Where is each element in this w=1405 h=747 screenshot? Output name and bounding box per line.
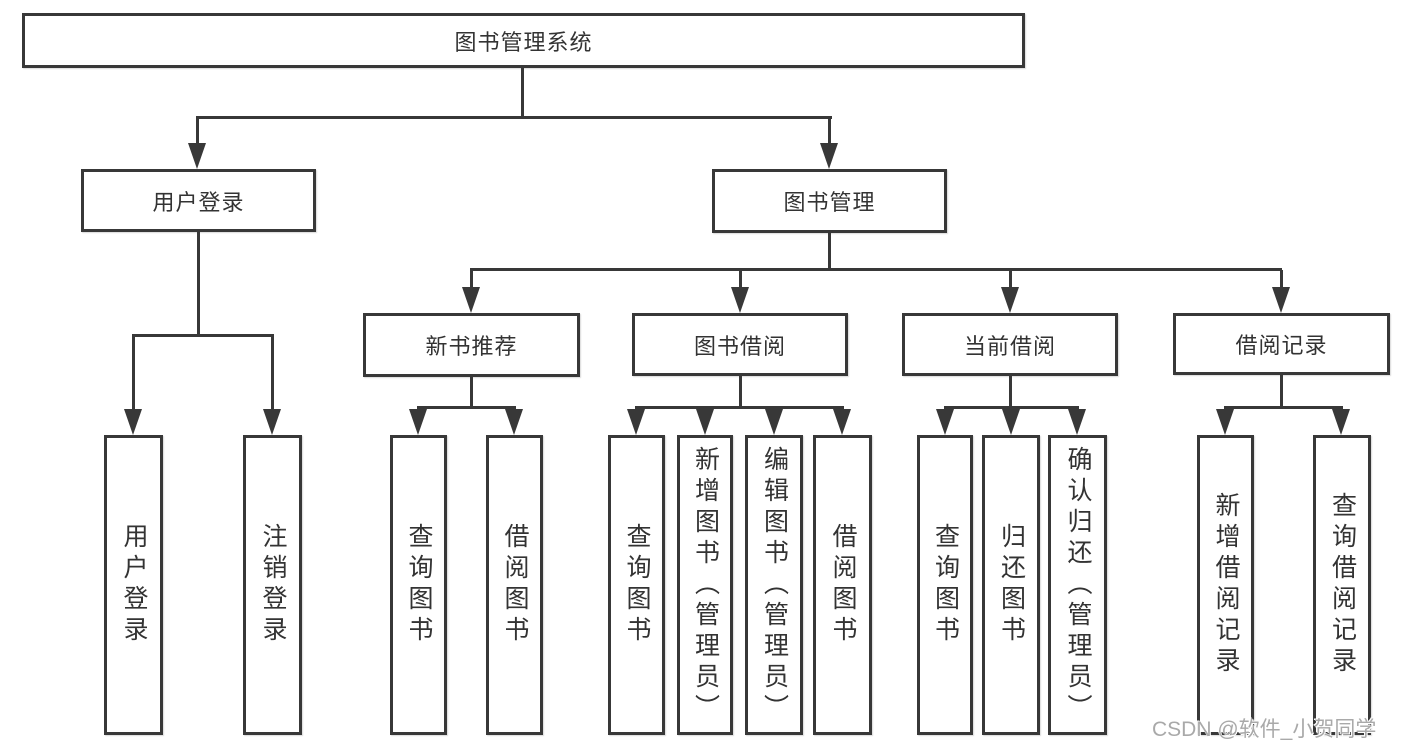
arrow-down-icon [462,287,480,313]
leaf-borrow-edit-books-admin: 编辑图书（管理员） [745,435,803,735]
leaf-label: 归还图书 [997,523,1026,647]
arrow-down-icon [124,409,142,435]
connector-line [1009,270,1012,289]
node-user-login: 用户登录 [81,169,316,232]
arrow-down-icon [936,409,954,435]
arrow-down-icon [765,409,783,435]
connector-line [944,406,1079,409]
connector-line [196,118,199,145]
connector-line [271,336,274,411]
connector-line [828,118,831,145]
connector-line [132,336,135,411]
leaf-borrow-borrow-books: 借阅图书 [813,435,872,735]
node-label: 图书管理 [783,190,876,215]
arrow-down-icon [627,409,645,435]
leaf-label: 查询图书 [931,523,960,647]
leaf-label: 查询图书 [623,523,651,647]
connector-line [417,406,516,409]
node-library-management-system: 图书管理系统 [22,13,1025,68]
connector-line [1280,375,1283,408]
connector-line [828,233,831,270]
connector-line [470,270,473,289]
leaf-label: 新增图书（管理员） [691,445,720,725]
connector-line [1009,376,1012,408]
arrow-down-icon [696,409,714,435]
leaf-records-add-record: 新增借阅记录 [1197,435,1254,735]
arrow-down-icon [505,409,523,435]
connector-line [470,268,1282,271]
arrow-down-icon [820,143,838,169]
arrow-down-icon [1068,409,1086,435]
leaf-label: 编辑图书（管理员） [760,445,789,725]
node-label: 图书借阅 [693,333,786,359]
leaf-current-confirm-return-admin: 确认归还（管理员） [1048,435,1107,735]
node-label: 借阅记录 [1235,333,1328,358]
leaf-borrow-query-books: 查询图书 [608,435,665,735]
leaf-current-return-books: 归还图书 [982,435,1040,735]
leaf-records-query-record: 查询借阅记录 [1313,435,1371,735]
node-borrow-records: 借阅记录 [1173,313,1390,375]
arrow-down-icon [263,409,281,435]
leaf-rec-borrow-books: 借阅图书 [486,435,543,735]
connector-line [196,116,832,119]
arrow-down-icon [1002,409,1020,435]
connector-line [635,406,844,409]
leaf-current-query-books: 查询图书 [917,435,973,735]
leaf-label: 新增借阅记录 [1212,492,1240,678]
connector-line [739,376,742,408]
node-label: 用户登录 [152,189,245,215]
connector-line [470,377,473,408]
leaf-label: 借阅图书 [501,523,529,647]
node-new-book-recommend: 新书推荐 [363,313,580,377]
leaf-label: 借阅图书 [829,523,857,647]
arrow-down-icon [833,409,851,435]
leaf-label: 查询借阅记录 [1328,492,1357,678]
leaf-rec-query-books: 查询图书 [390,435,447,735]
leaf-user-login: 用户登录 [104,435,163,735]
leaf-logout: 注销登录 [243,435,302,735]
csdn-watermark: CSDN @软件_小贺同学 [1152,718,1377,741]
leaf-label: 注销登录 [259,523,287,647]
leaf-label: 确认归还（管理员） [1064,445,1092,725]
node-book-management: 图书管理 [712,169,947,233]
node-label: 当前借阅 [963,333,1056,359]
arrow-down-icon [1216,409,1234,435]
arrow-down-icon [1332,409,1350,435]
arrow-down-icon [188,143,206,169]
arrow-down-icon [1272,287,1290,313]
node-current-borrow: 当前借阅 [902,313,1118,376]
leaf-label: 用户登录 [120,523,148,647]
connector-line [197,232,200,336]
arrow-down-icon [1001,287,1019,313]
arrow-down-icon [409,409,427,435]
connector-line [1224,406,1343,409]
node-label: 图书管理系统 [454,29,593,55]
node-label: 新书推荐 [425,334,518,359]
node-book-borrow: 图书借阅 [632,313,848,376]
leaf-label: 查询图书 [405,523,433,647]
leaf-borrow-add-books-admin: 新增图书（管理员） [677,435,733,735]
connector-line [521,68,524,118]
connector-line [132,334,274,337]
connector-line [1280,270,1283,289]
arrow-down-icon [731,287,749,313]
connector-line [739,270,742,289]
